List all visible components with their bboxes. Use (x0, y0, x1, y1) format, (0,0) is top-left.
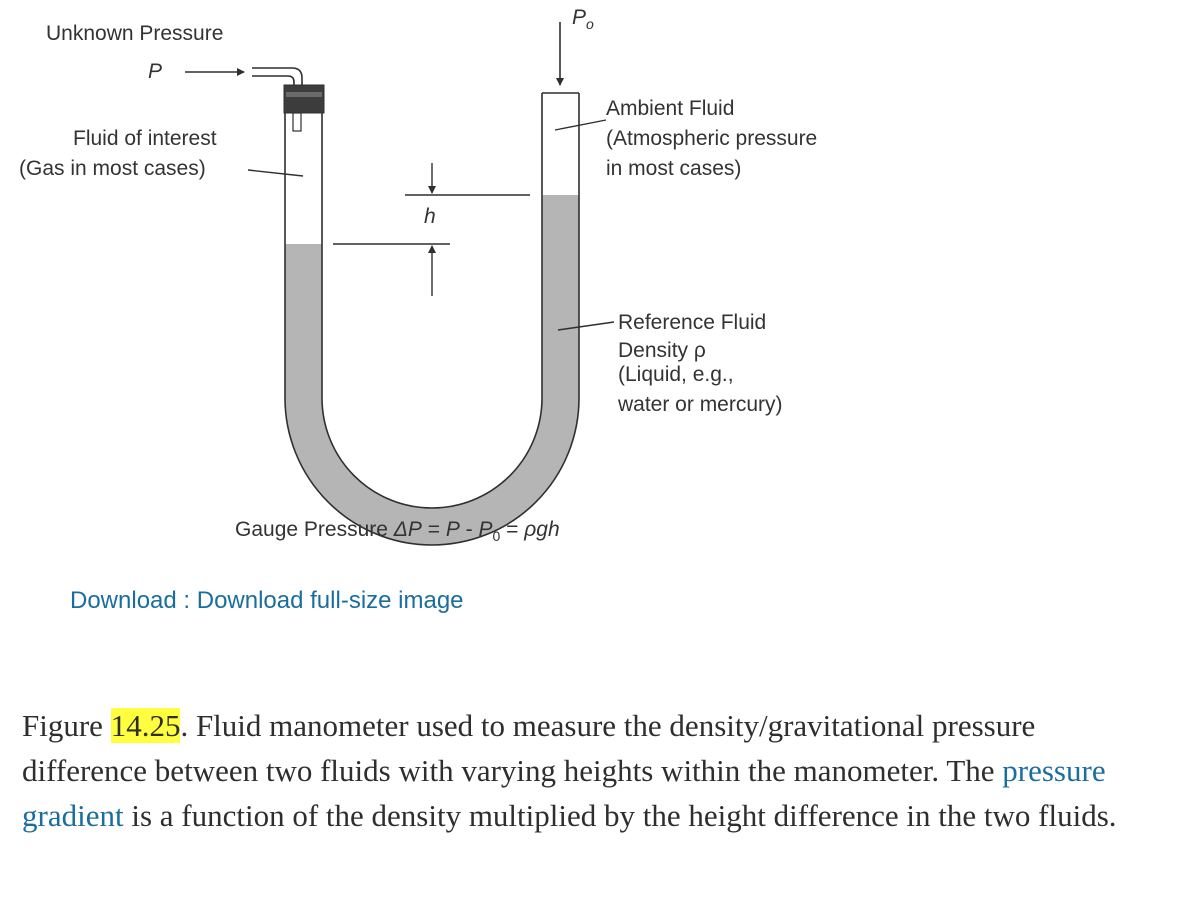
p0-label: Po (572, 6, 594, 33)
figure-caption: Figure 14.25. Fluid manometer used to me… (22, 708, 1117, 833)
manometer-figure: Unknown Pressure P Po Fluid of interest … (19, 6, 818, 546)
ambient-fluid-column (542, 93, 579, 195)
unknown-pressure-label: Unknown Pressure (46, 22, 224, 45)
reference-fluid-label-1: Reference Fluid (618, 311, 767, 334)
pressure-gradient-link[interactable]: pressure gradient (22, 753, 1106, 833)
reference-fluid-leader (557, 321, 615, 331)
figure-number[interactable]: 14.25 (110, 708, 181, 743)
reference-fluid-label-4: water or mercury) (618, 393, 783, 416)
fluid-of-interest-label-2: (Gas in most cases) (19, 157, 206, 180)
h-label: h (424, 205, 436, 228)
ambient-fluid-label-2: (Atmospheric pressure (606, 127, 818, 150)
download-full-size-image-link[interactable]: Download : Download full-size image (70, 587, 464, 614)
ambient-fluid-leader (554, 119, 607, 131)
fluid-of-interest-label-1: Fluid of interest (73, 127, 217, 150)
tube-stopper (283, 84, 325, 114)
fluid-of-interest-leader (247, 169, 304, 177)
reference-fluid-body (285, 195, 579, 545)
gauge-pressure-equation: Gauge Pressure ΔP = P - P0 = ρgh (235, 518, 560, 545)
reference-fluid-label-2: Density ρ (618, 339, 706, 362)
fluid-of-interest-column (285, 93, 322, 244)
ambient-fluid-label-1: Ambient Fluid (606, 97, 735, 120)
reference-fluid-label-3: (Liquid, e.g., (618, 363, 734, 386)
u-tube-outline (284, 92, 580, 546)
inlet-pipe (252, 67, 303, 86)
p-label: P (148, 60, 163, 83)
manometer-diagram (185, 22, 615, 546)
ambient-fluid-label-3: in most cases) (606, 157, 742, 180)
